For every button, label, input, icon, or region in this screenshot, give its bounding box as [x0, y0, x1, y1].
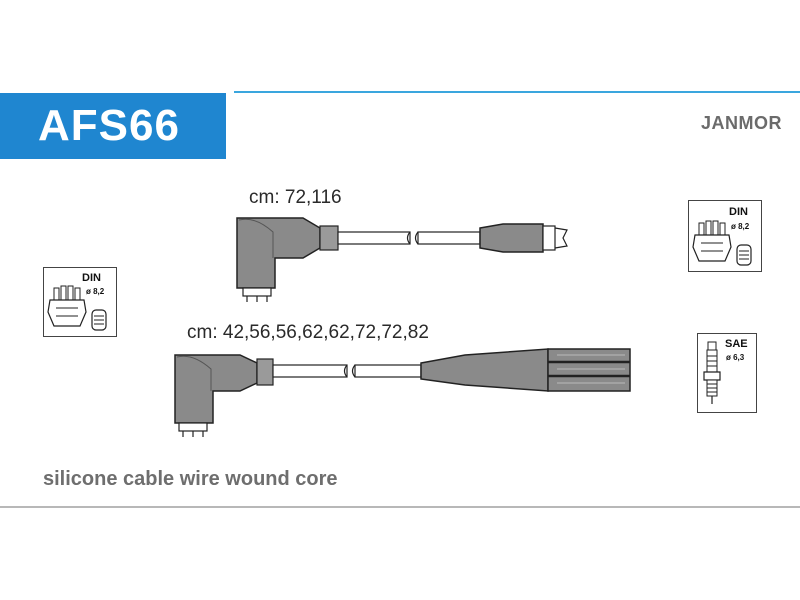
- spark-plug-sae-icon: SAE ø 6,3: [697, 333, 757, 413]
- distributor-din-icon-right: DIN ø 8,2: [688, 200, 762, 272]
- distributor-left-diameter: ø 8,2: [86, 287, 105, 296]
- cable-2-illustration: [174, 348, 631, 437]
- cable-1-length-label: cm: 72,116: [249, 187, 342, 208]
- spark-plug-standard: SAE: [725, 338, 748, 350]
- cable-1-wire: [337, 231, 411, 245]
- product-code-badge: AFS66: [0, 93, 226, 159]
- cable-2-wire: [272, 364, 348, 378]
- product-description: silicone cable wire wound core: [43, 468, 338, 490]
- cable-2-length-label: cm: 42,56,56,62,62,72,72,82: [187, 322, 429, 343]
- distributor-left-standard: DIN: [82, 272, 101, 284]
- cable-1-angled-boot: [236, 217, 321, 289]
- product-code: AFS66: [38, 101, 180, 150]
- distributor-right-diameter: ø 8,2: [731, 222, 750, 231]
- distributor-right-standard: DIN: [729, 206, 748, 218]
- header-divider: [234, 91, 800, 93]
- cable-1-illustration: [236, 217, 568, 302]
- footer-divider: [0, 506, 800, 508]
- spark-plug-diameter: ø 6,3: [726, 353, 745, 362]
- cable-2-angled-boot: [174, 354, 258, 424]
- distributor-din-icon: DIN ø 8,2: [43, 267, 117, 337]
- cable-1-straight-boot: [479, 223, 544, 253]
- cable-2-coil-connector: [547, 348, 631, 392]
- brand-name: JANMOR: [700, 113, 782, 133]
